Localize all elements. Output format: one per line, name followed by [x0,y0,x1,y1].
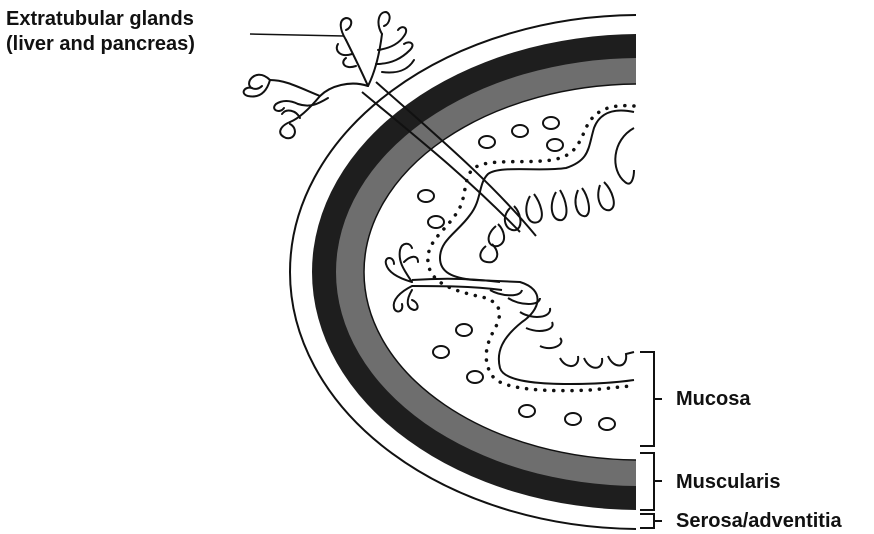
muscularis-bracket [640,453,662,510]
glands-leader-line [250,34,344,36]
extratubular-glands-label: Extratubular glands [6,8,194,30]
serosa-adventitia-label: Serosa/adventitia [676,510,842,532]
muscularis-label: Muscularis [676,471,780,493]
serosa-bracket [640,514,662,528]
mucosa-bracket [640,352,662,446]
layer-brackets [640,352,662,528]
mucosa-label: Mucosa [676,388,750,410]
liver-pancreas-label: (liver and pancreas) [6,33,195,55]
